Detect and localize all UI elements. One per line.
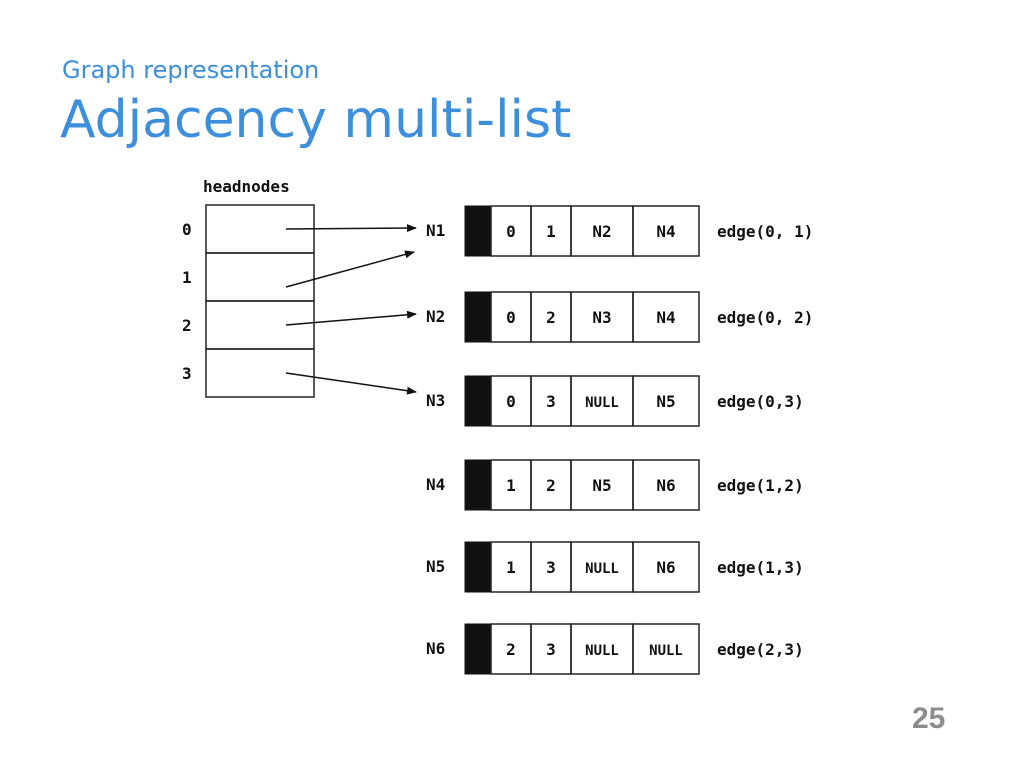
field-cell-n2-3	[632, 291, 700, 343]
edge-label-n4: edge(1,2)	[717, 476, 804, 495]
field-value-n2-2: N3	[592, 308, 611, 327]
field-value-n1-2: N2	[592, 222, 611, 241]
field-value-n1-3: N4	[656, 222, 675, 241]
headnode-cell-2	[205, 300, 315, 350]
field-value-n1-0: 0	[506, 222, 516, 241]
headnode-index-1: 1	[182, 268, 192, 287]
headnode-index-3: 3	[182, 364, 192, 383]
mark-bit-n6	[464, 623, 492, 675]
headnodes-label: headnodes	[203, 177, 290, 196]
edge-label-n5: edge(1,3)	[717, 558, 804, 577]
headnode-index-0: 0	[182, 220, 192, 239]
field-cell-n6-3	[632, 623, 700, 675]
edge-label-n1: edge(0, 1)	[717, 222, 813, 241]
pointer-arrow-head1-to-n1	[285, 250, 415, 288]
field-cell-n5-3	[632, 541, 700, 593]
edge-node-label-n2: N2	[426, 307, 445, 326]
mark-bit-n4	[464, 459, 492, 511]
field-value-n5-0: 1	[506, 558, 516, 577]
mark-bit-n5	[464, 541, 492, 593]
field-value-n1-1: 1	[546, 222, 556, 241]
edge-label-n2: edge(0, 2)	[717, 308, 813, 327]
headnode-index-2: 2	[182, 316, 192, 335]
field-value-n3-1: 3	[546, 392, 556, 411]
edge-node-label-n6: N6	[426, 639, 445, 658]
field-value-n4-1: 2	[546, 476, 556, 495]
field-cell-n3-3	[632, 375, 700, 427]
edge-label-n6: edge(2,3)	[717, 640, 804, 659]
field-value-n6-1: 3	[546, 640, 556, 659]
field-value-n5-3: N6	[656, 558, 675, 577]
field-value-n3-2: NULL	[585, 395, 619, 411]
page-number: 25	[912, 702, 946, 735]
field-value-n4-0: 1	[506, 476, 516, 495]
pointer-arrow-head2-to-n2	[285, 310, 417, 326]
pointer-arrows	[285, 224, 417, 395]
field-value-n2-3: N4	[656, 308, 675, 327]
mark-bit-n2	[464, 291, 492, 343]
field-value-n5-1: 3	[546, 558, 556, 577]
field-value-n2-1: 2	[546, 308, 556, 327]
headnodes-array: 0 1 2 3	[182, 204, 315, 398]
field-value-n6-3: NULL	[649, 643, 683, 659]
headnode-cell-1	[205, 252, 315, 302]
field-value-n6-2: NULL	[585, 643, 619, 659]
field-value-n3-3: N5	[656, 392, 675, 411]
edge-label-n3: edge(0,3)	[717, 392, 804, 411]
slide-subtitle: Graph representation	[62, 56, 320, 84]
pointer-arrow-head3-to-n3	[285, 372, 417, 395]
headnode-cell-3	[205, 348, 315, 398]
edge-node-label-n3: N3	[426, 391, 445, 410]
field-value-n4-3: N6	[656, 476, 675, 495]
field-cell-n4-3	[632, 459, 700, 511]
field-value-n2-0: 0	[506, 308, 516, 327]
field-value-n4-2: N5	[592, 476, 611, 495]
edge-node-label-n4: N4	[426, 475, 445, 494]
mark-bit-n1	[464, 205, 492, 257]
mark-bit-n3	[464, 375, 492, 427]
edge-node-label-n5: N5	[426, 557, 445, 576]
edge-node-label-n1: N1	[426, 221, 445, 240]
field-value-n3-0: 0	[506, 392, 516, 411]
field-value-n5-2: NULL	[585, 561, 619, 577]
field-cell-n1-3	[632, 205, 700, 257]
pointer-arrow-head0-to-n1	[285, 224, 417, 233]
slide-title: Adjacency multi-list	[60, 90, 572, 150]
field-value-n6-0: 2	[506, 640, 516, 659]
